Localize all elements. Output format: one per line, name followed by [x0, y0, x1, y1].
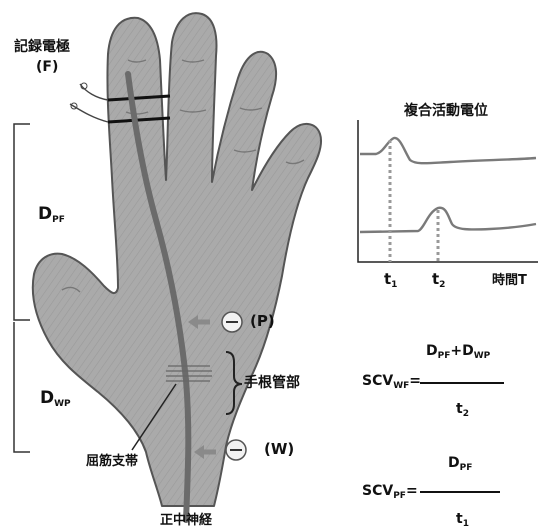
formula-wf-lhs: SCVWF=: [362, 374, 421, 391]
hand-outline: [33, 13, 321, 506]
electrode-point-f: (F): [36, 60, 58, 74]
formula-pf-numerator: DPF: [448, 456, 472, 473]
wp-distance-bracket: [14, 322, 30, 452]
graph-t1-label: t1: [384, 272, 397, 290]
median-nerve-label: 正中神経: [160, 514, 212, 527]
carpal-tunnel-label: 手根管部: [244, 376, 300, 390]
pf-distance-bracket: [14, 124, 30, 320]
trace-2: [360, 208, 536, 232]
point-p-label: (P): [250, 314, 275, 329]
point-w-label: (W): [264, 442, 294, 457]
flexor-retinaculum-label: 屈筋支帯: [86, 455, 138, 468]
time-axis-label: 時間T: [492, 274, 527, 287]
graph-axes: [358, 120, 538, 262]
graph-title: 複合活動電位: [404, 104, 488, 118]
formula-wf-numerator: DPF+DWP: [426, 344, 490, 361]
formula-pf-fraction-bar: [420, 491, 500, 493]
graph-t2-label: t2: [432, 272, 445, 290]
recording-electrode-label: 記録電極: [14, 40, 70, 54]
trace-1: [360, 138, 536, 163]
distance-pf-label: DPF: [38, 206, 65, 225]
cap-graph: [358, 120, 538, 262]
distance-wp-label: DWP: [40, 390, 71, 409]
formula-pf-lhs: SCVPF=: [362, 484, 418, 501]
formula-pf-denominator: t1: [456, 512, 469, 529]
formula-wf-denominator: t2: [456, 402, 469, 419]
formula-wf-fraction-bar: [420, 382, 504, 384]
